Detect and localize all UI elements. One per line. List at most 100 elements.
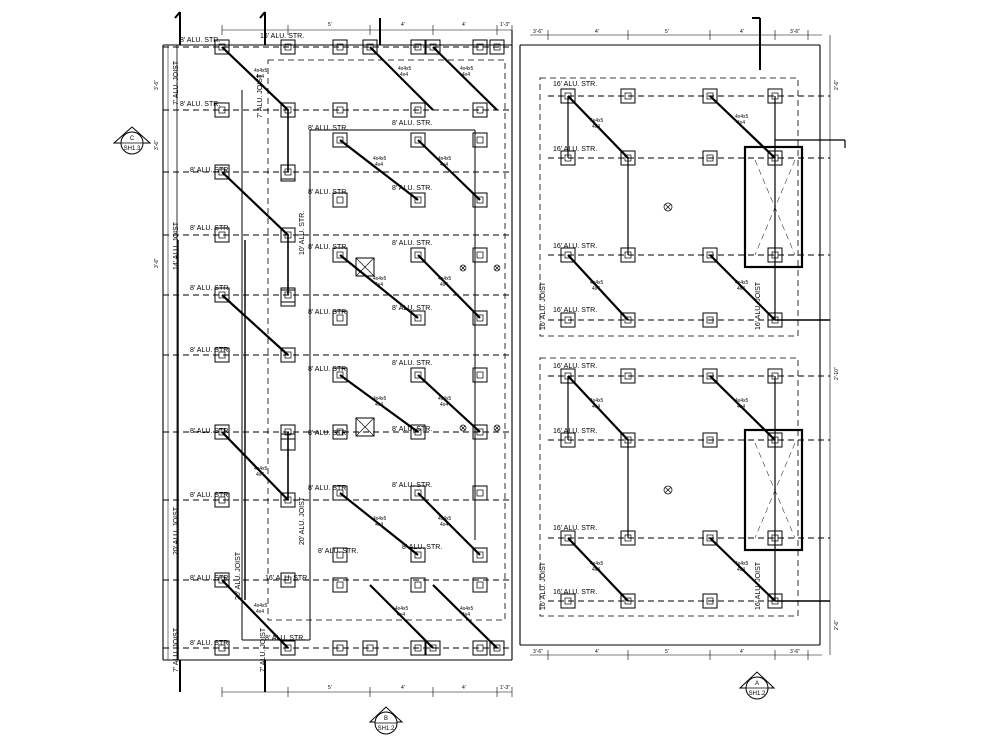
structure-label: 7' ALU. JOIST (257, 73, 264, 118)
post-inner (706, 154, 714, 162)
section-marker-b[interactable]: B SH1.2 (368, 706, 404, 735)
dim-label: 3'-6" (533, 649, 543, 655)
post-base (214, 227, 230, 243)
post-base (489, 39, 505, 55)
post-base (214, 164, 230, 180)
structure-label: 8' ALU. STR. (308, 430, 348, 437)
post-base (214, 347, 230, 363)
brace-sub-label: 4x4 (592, 286, 600, 292)
post-inner (414, 644, 422, 652)
diagonal-brace (709, 95, 776, 159)
post-inner (706, 372, 714, 380)
post-base (332, 39, 348, 55)
post-inner (624, 372, 632, 380)
dim-label: 1'-3" (500, 685, 510, 691)
post-base (214, 102, 230, 118)
drain-symbol (663, 202, 673, 212)
structure-label: 16' ALU. STR. (260, 33, 304, 40)
drain-cross (460, 265, 466, 271)
post-base (214, 492, 230, 508)
post-inner (218, 351, 226, 359)
post-inner (336, 251, 344, 259)
section-marker-c[interactable]: C SH1.3 (112, 126, 152, 155)
dim-label: 5' (328, 22, 332, 28)
brace-sub-label: 4x4 (375, 162, 383, 168)
structure-label: 7' ALU. JOIST (260, 627, 267, 672)
structure-label: 10' ALU. STR. (299, 211, 306, 255)
post-base (620, 312, 636, 328)
brace-sub-label: 4x4 (592, 404, 600, 410)
post-inner (218, 428, 226, 436)
post-inner (336, 196, 344, 204)
diagonal-brace (221, 294, 289, 356)
post-base (332, 102, 348, 118)
brace-sub-label: 4x4 (440, 402, 448, 408)
post-base (332, 485, 348, 501)
post-inner (706, 597, 714, 605)
brace-label: 4x4x5 (438, 276, 452, 282)
post-inner (218, 106, 226, 114)
brace-label: 4x4x5 (254, 603, 268, 609)
post-inner (476, 314, 484, 322)
brace-label: 4x4x5 (395, 606, 409, 612)
heavy-member (174, 11, 181, 19)
structure-label: 8' ALU. STR. (180, 101, 220, 108)
post-inner (336, 489, 344, 497)
post-base (560, 312, 576, 328)
post-base (332, 424, 348, 440)
hatch-cross (355, 417, 375, 437)
post-inner (493, 43, 501, 51)
post-inner (476, 136, 484, 144)
brace-sub-label: 4x4 (462, 72, 470, 78)
post-inner (706, 534, 714, 542)
post-base (472, 247, 488, 263)
structure-label: 8' ALU. STR. (190, 347, 230, 354)
post-base (280, 39, 296, 55)
structure-label: 16' ALU. STR. (553, 363, 597, 370)
post-base (472, 192, 488, 208)
post-base (410, 310, 426, 326)
post-inner (429, 644, 437, 652)
post-inner (564, 534, 572, 542)
post-base (410, 102, 426, 118)
brace-sub-label: 4x4 (737, 404, 745, 410)
brace-sub-label: 4x4 (400, 72, 408, 78)
dim-label: 4' (595, 649, 599, 655)
post-base (472, 310, 488, 326)
dim-label: 3'-6" (154, 258, 160, 268)
brace-label: 4x4x5 (373, 156, 387, 162)
dim-label: 3'-6" (154, 80, 160, 90)
dim-label: 4' (401, 685, 405, 691)
marker-c-sheet: SH1.3 (124, 146, 141, 152)
post-inner (218, 231, 226, 239)
post-inner (218, 576, 226, 584)
diagonal-brace (221, 579, 289, 649)
post-inner (476, 196, 484, 204)
post-base (702, 368, 718, 384)
section-marker-a[interactable]: A SH1.2 (738, 671, 776, 700)
post-base (362, 39, 378, 55)
post-inner (476, 581, 484, 589)
post-inner (564, 316, 572, 324)
post-inner (414, 136, 422, 144)
structure-label: 7' ALU. JOIST (173, 60, 180, 105)
post-base (214, 572, 230, 588)
structure-label: 8' ALU. STR. (265, 635, 305, 642)
post-inner (624, 597, 632, 605)
dim-label: 5' (665, 29, 669, 35)
brace-sub-label: 4x4 (592, 567, 600, 573)
structure-labels: 5'4'4'1'-3"5'4'4'1'-3"8' ALU. STR.8' ALU… (154, 22, 840, 691)
post-base (280, 289, 296, 307)
structure-label: 8' ALU. STR. (190, 167, 230, 174)
post-base (472, 132, 488, 148)
diagonal-brace (339, 139, 419, 201)
post-base (280, 347, 296, 363)
post-inner (336, 43, 344, 51)
post-base (410, 247, 426, 263)
post-base (489, 640, 505, 656)
dim-label: 3'-6" (790, 29, 800, 35)
structure-label: 8' ALU. STR. (392, 240, 432, 247)
post-inner (414, 314, 422, 322)
drain-symbol (459, 264, 467, 272)
marker-a-letter: A (755, 681, 759, 687)
